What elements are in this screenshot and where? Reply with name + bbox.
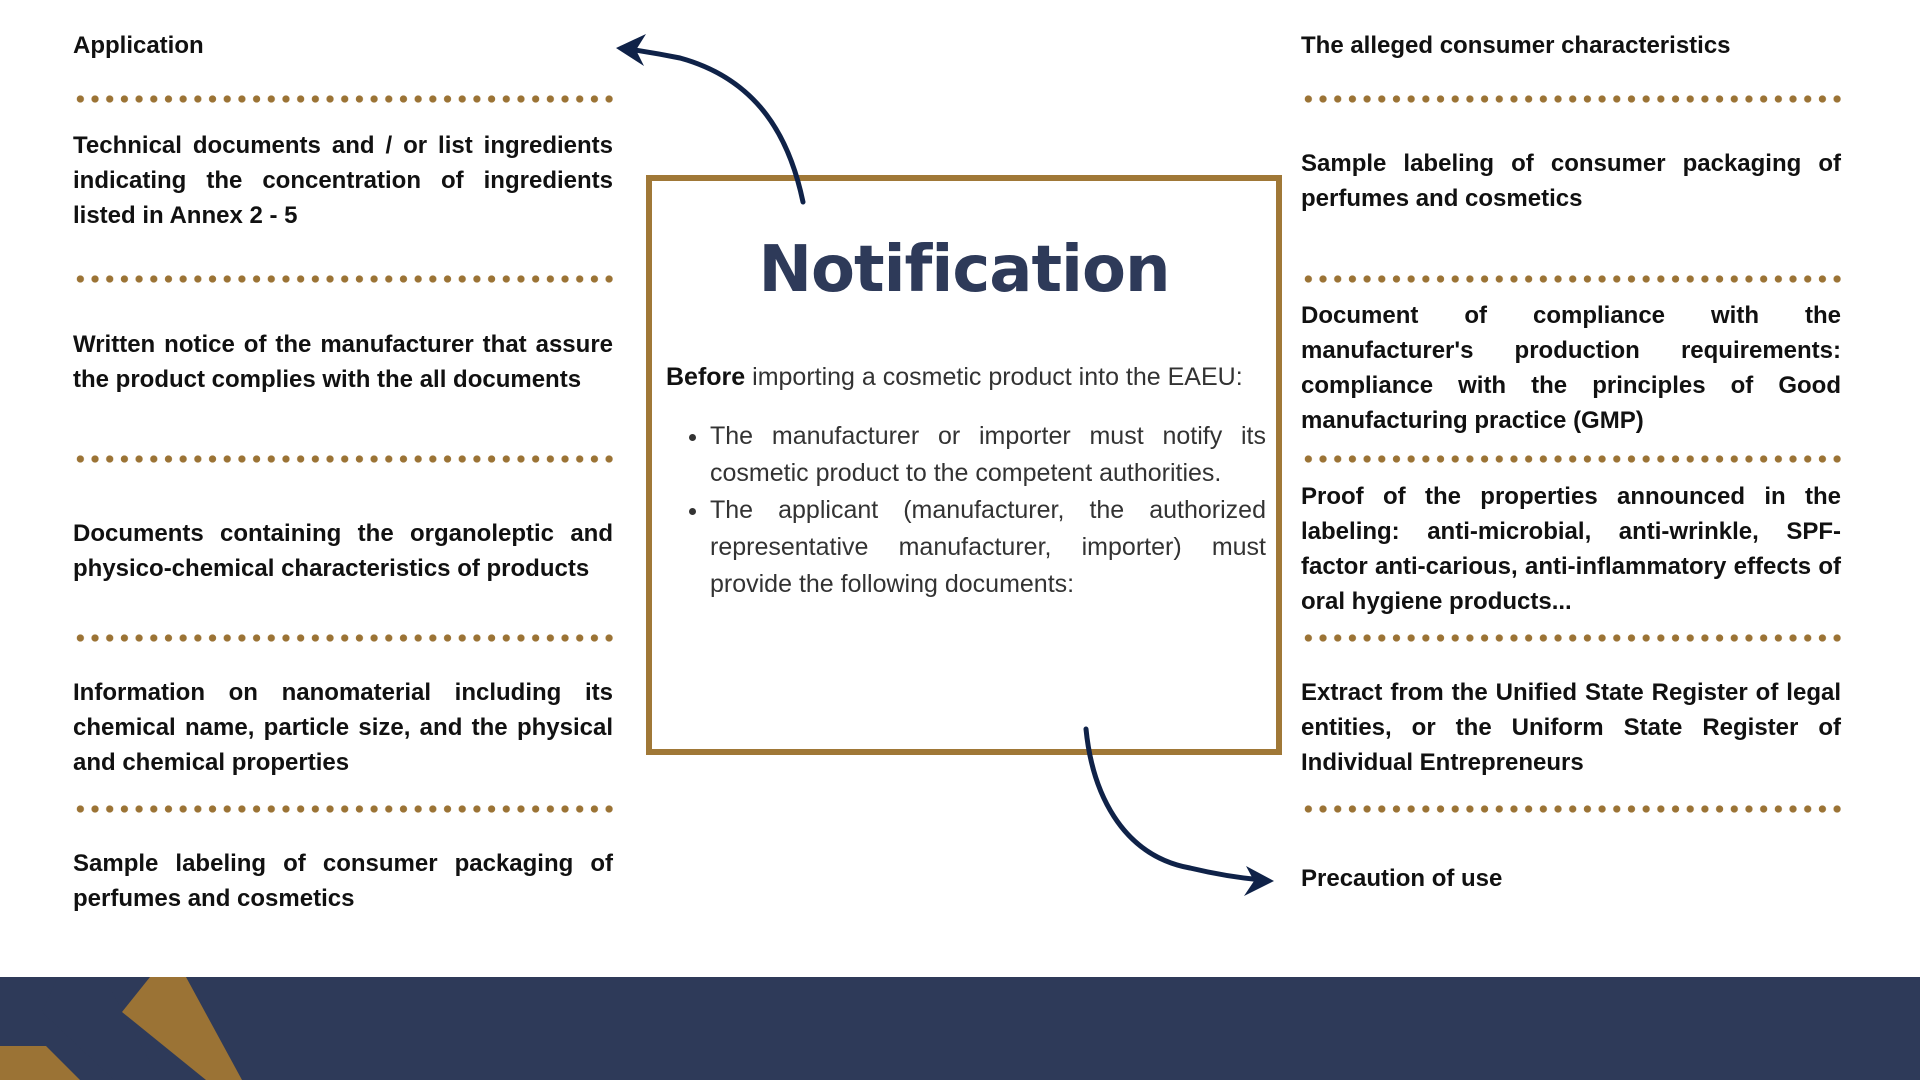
list-item: Precaution of use xyxy=(1301,864,1503,892)
dotted-divider xyxy=(1301,805,1841,813)
list-item: Sample labeling of consumer packaging of… xyxy=(73,850,613,912)
list-item: Sample labeling of consumer packaging of… xyxy=(1301,150,1841,212)
notification-body: Before importing a cosmetic product into… xyxy=(666,359,1266,603)
notification-bullets: The manufacturer or importer must notify… xyxy=(666,418,1266,603)
arrow-up-left-icon xyxy=(616,34,806,205)
dotted-divider xyxy=(73,805,613,813)
dotted-divider xyxy=(1301,455,1841,463)
notification-intro: Before importing a cosmetic product into… xyxy=(666,359,1266,396)
dotted-divider xyxy=(1301,634,1841,642)
list-item: Written notice of the manufacturer that … xyxy=(73,331,613,393)
notification-title: Notification xyxy=(758,233,1170,307)
bullet-item: The manufacturer or importer must notify… xyxy=(710,418,1266,492)
brand-logo-shapes xyxy=(0,977,242,1080)
list-item: Technical documents and / or list ingred… xyxy=(73,131,613,229)
list-item: Information on nanomaterial including it… xyxy=(73,678,613,776)
list-item: Documents containing the organoleptic an… xyxy=(73,520,613,582)
dotted-divider xyxy=(73,634,613,642)
dotted-divider xyxy=(1301,95,1841,103)
list-item: Document of compliance with the manufact… xyxy=(1301,302,1841,434)
dotted-divider xyxy=(73,455,613,463)
list-item: Application xyxy=(73,31,204,59)
list-item: Extract from the Unified State Register … xyxy=(1301,678,1841,776)
list-item: Proof of the properties announced in the… xyxy=(1301,483,1841,615)
bullet-item: The applicant (manufacturer, the authori… xyxy=(710,492,1266,603)
dotted-divider xyxy=(73,275,613,283)
dotted-divider xyxy=(1301,275,1841,283)
intro-rest: importing a cosmetic product into the EA… xyxy=(745,363,1243,391)
list-item: The alleged consumer characteristics xyxy=(1301,31,1731,59)
dotted-divider xyxy=(73,95,613,103)
notification-box: Notification Before importing a cosmetic… xyxy=(646,175,1282,755)
intro-lead: Before xyxy=(666,363,746,391)
arrow-down-right-icon xyxy=(1083,726,1274,896)
footer-band xyxy=(0,977,1920,1080)
